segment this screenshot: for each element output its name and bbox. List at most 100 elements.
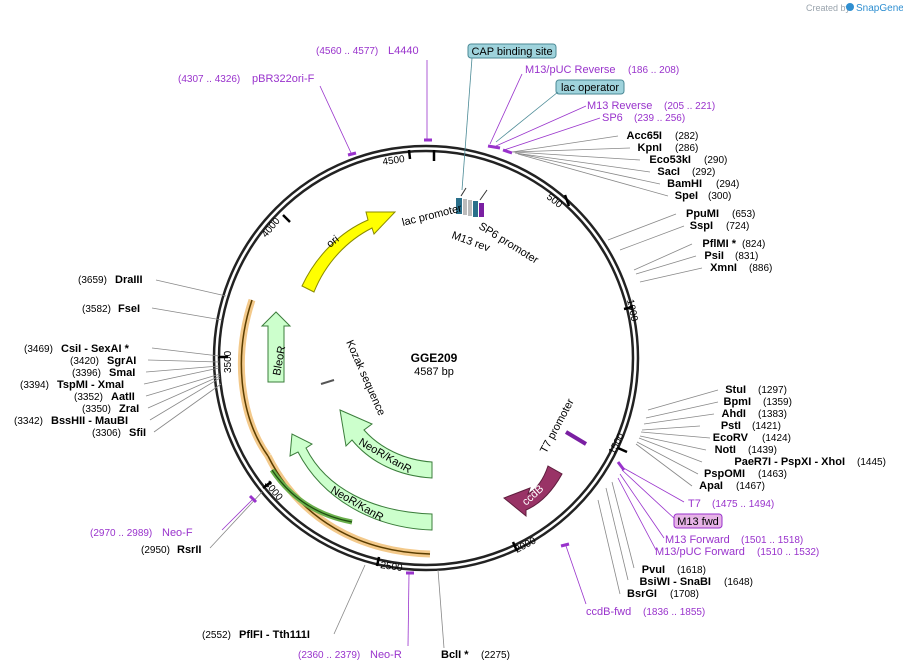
t7-promoter-feature [564,430,588,446]
site-ecorv: EcoRV [713,432,749,444]
svg-text:M13 fwd: M13 fwd [677,516,719,528]
tick-marks [218,149,634,567]
primer-pos-m13puc-forward: (1510 .. 1532) [757,547,819,558]
primer-neo-r: Neo-R [370,649,402,661]
primer-ccdb-fwd: ccdB-fwd [586,606,631,618]
tick-label: 1000 [624,298,639,322]
svg-text:(3582): (3582) [82,304,111,315]
site-bamhi: BamHI [667,178,702,190]
bleor-label: BleoR [271,345,288,377]
sites-left: (3659) DraIII (3582) FseI (3469) CsiI - … [14,274,146,439]
site-bpmi: BpmI [724,396,752,408]
site-xmni: XmnI [710,262,737,274]
svg-text:(292): (292) [692,167,715,178]
svg-text:(886): (886) [749,263,772,274]
primer-pos-t7: (1475 .. 1494) [712,499,774,510]
site-kpni: KpnI [638,142,662,154]
site-tspmi-xmai: TspMI - XmaI [57,379,124,391]
primer-pos-m13-forward: (1501 .. 1518) [741,535,803,546]
plasmid-length: 4587 bp [414,366,454,378]
primer-pos-l4440: (4560 .. 4577) [316,46,378,57]
svg-text:(1359): (1359) [763,397,792,408]
primer-sp6: SP6 [602,112,623,124]
site-leaders-right [511,135,719,595]
site-acc65i: Acc65I [627,130,662,142]
site-pflfi-tth111i: PflFI - Tth111I [239,629,310,641]
primer-marks [221,60,685,647]
site-pvui: PvuI [642,564,665,576]
lac-promoter-label: lac promoter [401,202,464,229]
ori-label: ori [324,233,341,250]
svg-text:(1424): (1424) [762,433,791,444]
tick-label: 4500 [382,154,406,168]
tick-label: 2000 [513,535,538,555]
site-smai: SmaI [109,367,135,379]
primer-m13-reverse: M13 Reverse [587,100,652,112]
svg-text:(1463): (1463) [758,469,787,480]
primer-pbr322ori: pBR322ori-F [252,73,315,85]
site-ppumi: PpuMI [686,208,719,220]
site-bsrgi: BsrGI [627,588,657,600]
primer-neo-f: Neo-F [162,527,193,539]
svg-text:(1708): (1708) [670,589,699,600]
m13-fwd-box: M13 fwd [673,513,723,529]
lac-operator-box: lac operator [495,79,625,143]
primer-pos-sp6: (239 .. 256) [634,113,685,124]
primer-m13puc-reverse: M13/pUC Reverse [525,64,615,76]
site-rsrii: RsrII [177,544,201,556]
site-zrai: ZraI [119,403,139,415]
tick-label: 2500 [380,560,404,574]
site-pspomi: PspOMI [704,468,745,480]
tick-label: 3500 [223,350,234,373]
svg-text:(3420): (3420) [70,356,99,367]
site-csii-sexai: CsiI - SexAI * [61,343,130,355]
site-pflmi: PflMI * [702,238,736,250]
site-apai: ApaI [699,480,723,492]
primer-pos-m13puc-reverse: (186 .. 208) [628,65,679,76]
primer-m13puc-forward: M13/pUC Forward [655,546,745,558]
tick-label: 4000 [260,215,283,239]
neor-feature-inner [339,409,433,479]
primer-pos-neo-r: (2360 .. 2379) [298,650,360,661]
t7-promoter-label: T7 promoter [538,397,577,456]
orf-arc-green-line [271,469,353,523]
primer-m13-forward: M13 Forward [665,534,730,546]
kozak-label: Kozak sequence [343,338,387,417]
svg-text:(1383): (1383) [758,409,787,420]
plasmid-name: GGE209 [411,351,458,365]
svg-text:(294): (294) [716,179,739,190]
svg-text:(300): (300) [708,191,731,202]
site-bsshii-maubi: BssHII - MauBI [51,415,128,427]
site-ahdi: AhdI [722,408,746,420]
svg-text:(653): (653) [732,209,755,220]
site-spei: SpeI [675,190,698,202]
primer-pos-m13-reverse: (205 .. 221) [664,101,715,112]
svg-text:(1467): (1467) [736,481,765,492]
site-psti: PstI [721,420,741,432]
site-fsei: FseI [118,303,140,315]
bleor-feature [260,311,292,383]
site-eco53ki: Eco53kI [649,154,691,166]
svg-text:(1648): (1648) [724,577,753,588]
svg-text:(3396): (3396) [72,368,101,379]
svg-text:(3659): (3659) [78,275,107,286]
site-draiii: DraIII [115,274,143,286]
site-aatii: AatII [111,391,135,403]
svg-text:(1618): (1618) [677,565,706,576]
svg-text:(3350): (3350) [82,404,111,415]
primer-pos-ccdb-fwd: (1836 .. 1855) [643,607,705,618]
kozak-mark [320,379,335,385]
primer-pos-pbr322ori: (4307 .. 4326) [178,74,240,85]
svg-text:(2275): (2275) [481,650,510,661]
orf-arc-b-line [267,455,431,555]
svg-text:(1445): (1445) [857,457,886,468]
svg-text:(3342): (3342) [14,416,43,427]
svg-text:(3352): (3352) [74,392,103,403]
primer-pos-neo-f: (2970 .. 2989) [90,528,152,539]
sites-bottom: BclI * (2275) (2552) PflFI - Tth111I (29… [141,544,510,661]
ccdb-feature [503,465,563,518]
primer-t7: T7 [688,498,701,510]
svg-text:(3469): (3469) [24,344,53,355]
svg-text:(2950): (2950) [141,545,170,556]
